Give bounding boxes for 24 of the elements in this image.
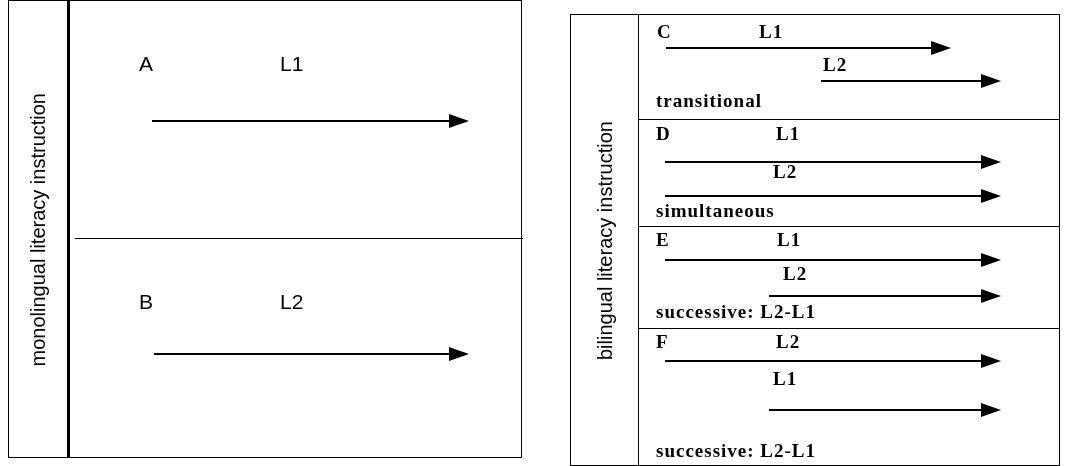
cell-text: B <box>139 291 153 312</box>
cell-text: simultaneous <box>656 201 775 220</box>
cell-text: L2 <box>823 55 848 74</box>
cell-text: L1 <box>776 124 801 143</box>
cell-text: L2 <box>280 291 304 312</box>
row-header: bilingual literacy instruction <box>594 120 615 360</box>
cell-text: transitional <box>656 91 762 110</box>
cell-text: L2 <box>773 162 798 181</box>
cell-text: L2 <box>783 264 808 283</box>
cell-text: E <box>656 230 670 249</box>
cell-text: L1 <box>773 369 798 388</box>
cell-text: L1 <box>759 22 784 41</box>
cell-text: F <box>656 332 669 351</box>
cell-text: C <box>657 22 672 41</box>
cell-text: successive: L2-L1 <box>656 302 816 321</box>
row-header: monolingual literacy instruction <box>28 92 48 366</box>
table-panel <box>570 14 1060 466</box>
cell-text: L1 <box>777 230 802 249</box>
cell-text: A <box>139 53 153 74</box>
table-panel <box>8 0 522 458</box>
cell-text: L1 <box>280 53 304 74</box>
cell-text: successive: L2-L1 <box>656 441 816 460</box>
cell-text: D <box>656 124 671 143</box>
cell-text: L2 <box>776 332 801 351</box>
